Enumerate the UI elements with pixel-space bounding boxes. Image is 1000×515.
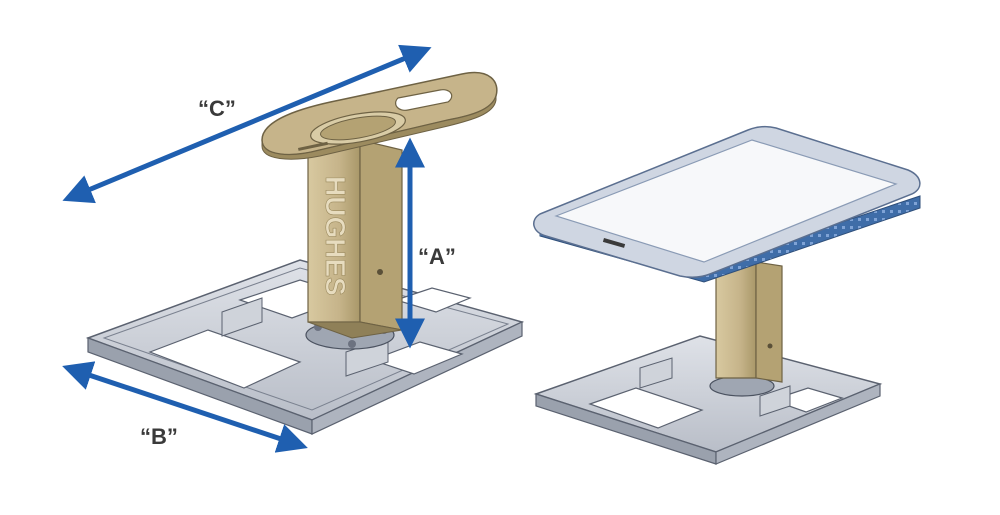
dimension-b-arrow xyxy=(62,361,308,453)
right-table-top xyxy=(533,125,921,283)
right-base-plate xyxy=(533,335,883,465)
right-support-post xyxy=(715,261,783,383)
dimension-a-label: “A” xyxy=(418,244,456,269)
dimension-b: “B” xyxy=(62,361,308,453)
post-logo: HUGHES xyxy=(320,176,351,296)
dimension-b-label: “B” xyxy=(140,424,178,449)
dimension-c-label: “C” xyxy=(198,96,236,121)
dimension-c: “C” xyxy=(62,44,432,204)
left-base-plate xyxy=(85,259,525,435)
dimension-c-arrow xyxy=(62,44,432,204)
